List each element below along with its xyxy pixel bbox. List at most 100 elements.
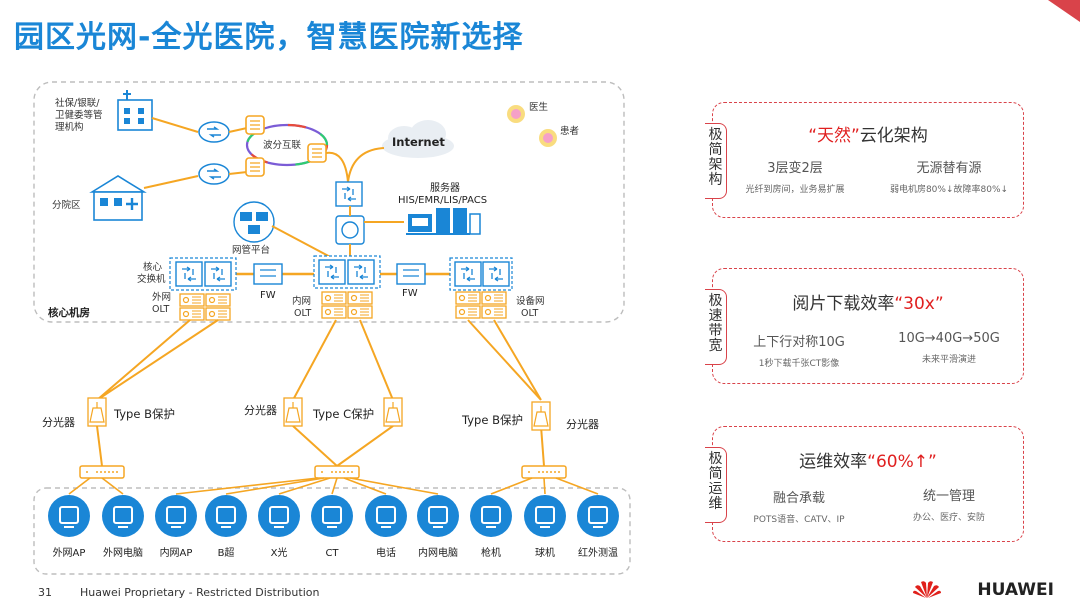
firewall-right-icon: [396, 263, 426, 285]
page-number: 31: [38, 586, 52, 599]
panel-title-highlight: “天然”: [808, 126, 860, 146]
panel-left-desc: 光纤到房间，业务易扩展: [745, 185, 845, 195]
xray-icon: [257, 494, 301, 538]
panel-left-heading: 3层变2层: [767, 161, 823, 176]
type-b-label-left: Type B保护: [113, 407, 175, 421]
dome-camera-icon: [523, 494, 567, 538]
internet-label: Internet: [392, 135, 445, 149]
panel-architecture: 极简架构 “天然”云化架构 3层变2层 光纤到房间，业务易扩展 无源替有源 弱电…: [705, 102, 1024, 218]
panel-right-column: 统一管理 办公、医疗、安防: [879, 485, 1019, 523]
social-agency-label-1: 社保/银联/: [55, 97, 100, 109]
panel-title-text: 云化架构: [859, 126, 928, 146]
nms-label: 网管平台: [232, 244, 270, 256]
ont-left-icon: [79, 465, 125, 479]
splitter-label-center: 分光器: [244, 403, 277, 417]
int-olt-label-1: 内网: [292, 295, 311, 307]
server-title: 服务器: [430, 181, 460, 194]
splitter-label-right: 分光器: [566, 417, 599, 431]
panel-left-column: 3层变2层 光纤到房间，业务易扩展: [725, 157, 865, 195]
panel-title: “天然”云化架构: [713, 121, 1023, 146]
panel-title-text: 阅片下载效率: [792, 294, 895, 314]
panel-right-desc: 办公、医疗、安防: [912, 513, 985, 523]
router-icon: [198, 121, 230, 143]
ext-ap-icon: [47, 494, 91, 538]
panel-left-desc: POTS语音、CATV、IP: [753, 515, 845, 525]
splitter-center-right-icon: [383, 397, 403, 427]
phone-icon: [364, 494, 408, 538]
thermal-camera-icon: [576, 494, 620, 538]
panel-title: 阅片下载效率“30x”: [713, 289, 1023, 314]
branch-building-icon: [89, 175, 147, 221]
ext-olt-icon: [179, 293, 231, 321]
social-agency-building-icon: [117, 90, 153, 131]
social-agency-label-2: 卫健委等管: [55, 109, 103, 121]
wdm-label: 波分互联: [263, 139, 302, 151]
social-agency-label-3: 理机构: [55, 121, 84, 133]
huawei-logo-icon: [913, 581, 941, 598]
terminal-label: 电话: [376, 546, 396, 559]
int-olt-icon: [321, 291, 373, 319]
wdm-node-icon: [245, 157, 265, 177]
terminal-label: 球机: [535, 546, 555, 559]
int-olt-label-2: OLT: [294, 308, 311, 319]
terminal-label: X光: [271, 546, 288, 559]
panel-label: 极简架构: [705, 123, 727, 199]
core-room-label: 核心机房: [48, 306, 90, 319]
terminal-label: 内网AP: [160, 546, 193, 559]
terminal-label: 枪机: [481, 546, 501, 559]
page-title: 园区光网-全光医院，智慧医院新选择: [14, 20, 524, 55]
splitter-label-left: 分光器: [42, 415, 75, 429]
panel-right-heading: 无源替有源: [916, 161, 982, 176]
core-switch-right-icon: [449, 257, 513, 291]
firewall-left-icon: [253, 263, 283, 285]
panel-right-column: 无源替有源 弱电机房80%↓故障率80%↓: [879, 157, 1019, 195]
router-icon: [198, 163, 230, 185]
splitter-right-icon: [531, 401, 551, 431]
brand-name: HUAWEI: [977, 580, 1054, 600]
panel-operations: 极简运维 运维效率“60%↑” 融合承载 POTS语音、CATV、IP 统一管理…: [705, 426, 1024, 542]
firewall-icon: [335, 215, 365, 245]
core-switch-label-1: 核心: [143, 261, 163, 273]
panel-label: 极简运维: [705, 447, 727, 523]
terminals-row: [47, 494, 620, 538]
terminal-label: 外网AP: [53, 547, 86, 559]
panel-right-column: 10G→40G→50G 未来平滑演进: [879, 331, 1019, 365]
panel-title-text: 运维效率: [799, 452, 868, 472]
doctor-label: 医生: [529, 101, 549, 113]
ct-icon: [310, 494, 354, 538]
panel-right-desc: 未来平滑演进: [921, 355, 976, 365]
dev-olt-icon: [455, 291, 507, 319]
ext-olt-label-2: OLT: [152, 304, 169, 315]
int-pc-icon: [416, 494, 460, 538]
splitter-left-icon: [87, 397, 107, 427]
dev-olt-label-2: OLT: [521, 308, 538, 319]
panel-title: 运维效率“60%↑”: [713, 447, 1023, 472]
panel-left-column: 上下行对称10G 1秒下载千张CT影像: [729, 331, 869, 369]
wdm-node-icon: [307, 143, 327, 163]
internet-cloud-icon: [382, 120, 454, 158]
core-switch-label-2: 交换机: [137, 273, 166, 285]
corner-ribbon-icon: [1048, 0, 1080, 22]
dev-olt-label-1: 设备网: [516, 295, 545, 307]
footer-text: Huawei Proprietary - Restricted Distribu…: [80, 586, 320, 599]
fw-label-right: FW: [402, 288, 418, 299]
core-switch-left-icon: [169, 257, 237, 291]
ont-right-icon: [521, 465, 567, 479]
panel-right-desc: 弱电机房80%↓故障率80%↓: [889, 185, 1009, 195]
core-switch-center-icon: [313, 255, 381, 289]
panel-right-heading: 统一管理: [922, 489, 975, 504]
type-b-label-right: Type B保护: [461, 413, 523, 427]
fw-label-left: FW: [260, 290, 276, 301]
server-subtitle: HIS/EMR/LIS/PACS: [398, 195, 487, 206]
hospital-network-diagram: 社保/银联/ 卫健委等管 理机构 分院区 波分互联 Internet 医生 患者: [33, 81, 631, 575]
panel-title-highlight: “60%↑”: [867, 452, 937, 472]
panel-title-highlight: “30x”: [894, 294, 944, 314]
terminal-label: CT: [325, 548, 339, 559]
terminal-label: 内网电脑: [418, 546, 458, 559]
splitter-center-left-icon: [283, 397, 303, 427]
access-switch-icon: [335, 181, 363, 207]
ont-center-icon: [314, 465, 360, 479]
panel-left-heading: 融合承载: [772, 491, 825, 506]
type-c-label: Type C保护: [312, 407, 374, 421]
ext-olt-label-1: 外网: [152, 291, 171, 303]
